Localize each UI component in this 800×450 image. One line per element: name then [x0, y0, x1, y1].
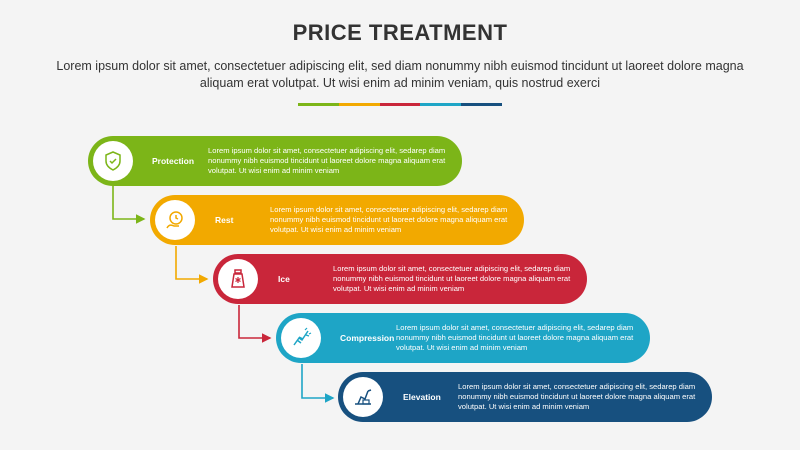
step-ice: Ice Lorem ipsum dolor sit amet, consecte… — [213, 254, 587, 304]
step-rest: Rest Lorem ipsum dolor sit amet, consect… — [150, 195, 524, 245]
step-label: Compression — [340, 333, 395, 343]
step-icon-circle — [93, 141, 133, 181]
elevated-leg-icon — [355, 389, 372, 405]
step-icon-circle — [218, 259, 258, 299]
step-protection: Protection Lorem ipsum dolor sit amet, c… — [88, 136, 462, 186]
step-description: Lorem ipsum dolor sit amet, consectetuer… — [333, 264, 571, 293]
underline-segment — [461, 103, 502, 106]
clock-hand-icon — [166, 211, 183, 229]
compression-bandage-icon — [293, 327, 312, 346]
connector-arrow — [301, 364, 335, 403]
step-icon-circle — [155, 200, 195, 240]
underline-segment — [338, 103, 380, 106]
step-elevation: Elevation Lorem ipsum dolor sit amet, co… — [338, 372, 712, 422]
underline-segment — [298, 103, 339, 106]
page-title: PRICE TREATMENT — [292, 20, 508, 45]
step-label: Protection — [152, 156, 195, 166]
shield-check-icon — [105, 151, 121, 171]
step-label: Elevation — [403, 392, 441, 402]
connector-arrow — [238, 305, 272, 343]
step-icon-circle — [281, 318, 321, 358]
ice-pack-icon — [231, 269, 245, 288]
step-description: Lorem ipsum dolor sit amet, consectetuer… — [208, 146, 446, 175]
step-label: Rest — [215, 215, 234, 225]
step-compression: Compression Lorem ipsum dolor sit amet, … — [276, 313, 650, 363]
step-label: Ice — [278, 274, 290, 284]
underline-segment — [379, 103, 421, 106]
step-icon-circle — [343, 377, 383, 417]
connector-arrow — [112, 186, 146, 224]
step-description: Lorem ipsum dolor sit amet, consectetuer… — [396, 323, 634, 352]
title-underline — [298, 103, 502, 106]
step-description: Lorem ipsum dolor sit amet, consectetuer… — [458, 382, 696, 411]
underline-segment — [420, 103, 462, 106]
step-description: Lorem ipsum dolor sit amet, consectetuer… — [270, 205, 508, 234]
page-subtitle: Lorem ipsum dolor sit amet, consectetuer… — [56, 59, 744, 90]
connector-arrow — [175, 246, 209, 284]
